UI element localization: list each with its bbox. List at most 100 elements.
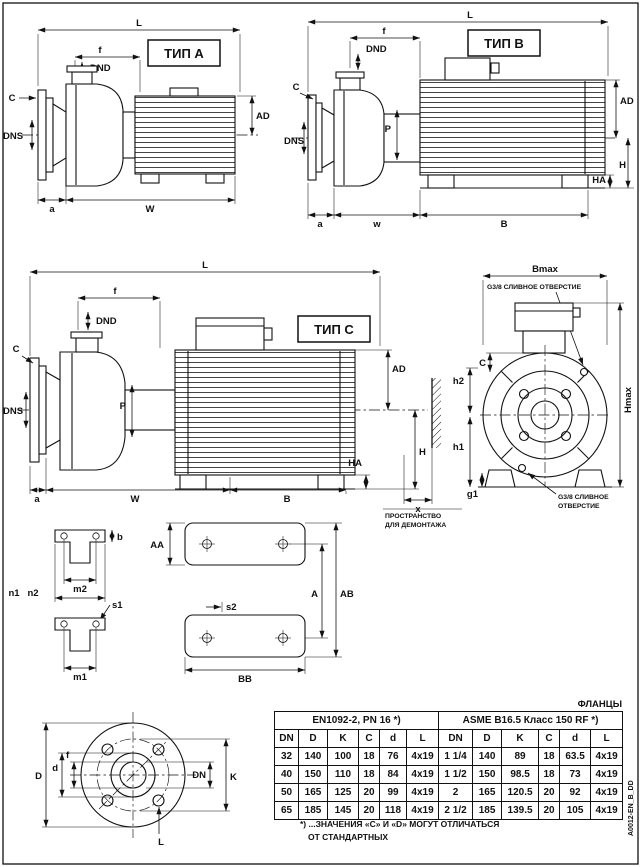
suction-cone [45, 371, 61, 449]
discharge-stub [339, 77, 361, 91]
table-cell: 20 [358, 801, 380, 820]
dim-label-l: L [467, 10, 473, 21]
suction-flange [307, 94, 317, 181]
table-cell: 2 1/2 [438, 801, 474, 820]
type-c-title: ТИП C [314, 322, 354, 337]
table-cell: 99 [379, 783, 407, 802]
discharge-stub [71, 71, 93, 85]
cable-gland [263, 327, 273, 341]
table-cell: 18 [538, 765, 561, 784]
drain-note-bottom-line2: ОТВЕРСТИЕ [558, 503, 600, 510]
col-header: d [559, 729, 592, 748]
table-group-header-row: EN1092-2, PN 16 *) ASME B16.5 Класс 150 … [273, 711, 624, 730]
dim-label-b: B [501, 219, 508, 230]
table-cell: 1 1/4 [438, 747, 474, 766]
table-cell: 4x19 [590, 747, 624, 766]
suction-flange-hub [45, 97, 54, 173]
dim-label-bb: BB [238, 674, 252, 685]
motor-foot [179, 474, 207, 490]
table-cell: 185 [298, 801, 328, 820]
dim-label-dns: DNS [284, 136, 304, 147]
end-view: Bmax G3/8 СЛИВНОЕ ОТВЕРСТИЕ h2 C [453, 264, 634, 510]
foot [484, 469, 516, 488]
table-cell: 125 [327, 783, 359, 802]
col-header: L [590, 729, 624, 748]
suction-cone [321, 107, 335, 169]
dim-label-l: L [136, 18, 142, 29]
motor [134, 95, 236, 175]
dim-label-dnd: DND [90, 63, 111, 74]
space-note-line1: ПРОСТРАНСТВО [385, 513, 441, 520]
flange-detail-view: D d f DN K L [35, 712, 237, 848]
dim-label-c: C [9, 93, 16, 104]
space-note-line2: ДЛЯ ДЕМОНТАЖА [385, 522, 446, 529]
dim-label-f: f [66, 750, 70, 761]
terminal-box [195, 317, 265, 351]
dim-label-c: C [479, 358, 486, 369]
table-cell: 20 [538, 801, 561, 820]
table-cell: 4x19 [405, 747, 440, 766]
type-c-title-box [297, 315, 371, 343]
table-cell: 18 [358, 747, 380, 766]
footnote-line2: ОТ СТАНДАРТНЫХ [308, 831, 389, 842]
dim-label-hmax: Hmax [623, 386, 634, 413]
dim-label-p: P [120, 401, 127, 412]
table-row: 50 165 125 20 99 4x19 2 165 120.5 20 92 … [274, 783, 624, 802]
table-cell: 84 [379, 765, 407, 784]
foot-profile [54, 529, 106, 564]
foot-profile [54, 617, 106, 652]
suction-flange [37, 89, 47, 181]
motor-neck [522, 330, 566, 354]
table-cell: 2 [438, 783, 474, 802]
table-cell: 165 [472, 783, 503, 802]
adapter [124, 389, 176, 431]
dim-label-dns: DNS [3, 406, 23, 417]
flange-table-footnote: *) ...ЗНАЧЕНИЯ «C» И «D» МОГУТ ОТЛИЧАТЬС… [274, 818, 630, 844]
dim-label-ad: AD [392, 364, 406, 375]
dim-label-l: L [202, 260, 208, 271]
table-cell: 150 [298, 765, 328, 784]
table-cell: 1 1/2 [438, 765, 474, 784]
dim-label-p: P [385, 124, 392, 135]
table-cell: 105 [559, 801, 592, 820]
dim-label-s2: s2 [226, 602, 237, 613]
table-row: 65 185 145 20 118 4x19 2 1/2 185 139.5 2… [274, 801, 624, 820]
cable-gland [572, 307, 581, 318]
table-cell: 76 [379, 747, 407, 766]
discharge-flange [70, 331, 103, 339]
type-a-title-box [147, 39, 221, 67]
table-cell: 4x19 [590, 765, 624, 784]
motor-foot [561, 174, 589, 189]
motor-foot [427, 174, 455, 189]
motor-foot [205, 173, 225, 184]
dim-label-k: K [230, 772, 237, 783]
type-b-view: L f DND ТИП B P C DNS [284, 10, 634, 230]
drain-plug-bottom [517, 463, 527, 473]
col-header: d [379, 729, 407, 748]
dim-label-a: A [311, 589, 318, 600]
col-header: K [501, 729, 540, 748]
dim-label-h1: h1 [453, 442, 465, 453]
pump-casing [59, 351, 126, 471]
dim-label-w: W [146, 204, 155, 215]
dim-label-d-small: d [52, 763, 58, 774]
pump-casing [65, 83, 124, 187]
document-code: A0012-EN_B_DD [628, 780, 635, 836]
dim-label-dnd: DND [366, 44, 387, 55]
suction-flange [29, 357, 40, 463]
dim-label-ab: AB [340, 589, 354, 600]
table-cell: 4x19 [405, 801, 440, 820]
table-cell: 40 [274, 765, 299, 784]
bolt-hole [560, 430, 572, 442]
drain-note-top: G3/8 СЛИВНОЕ ОТВЕРСТИЕ [487, 284, 582, 291]
dim-label-dns: DNS [3, 131, 23, 142]
wall-hatch [432, 378, 441, 448]
table-cell: 32 [274, 747, 299, 766]
table-cell: 65 [274, 801, 299, 820]
col-header: DN [438, 729, 474, 748]
dim-label-ad: AD [256, 111, 270, 122]
footnote-line1: *) ...ЗНАЧЕНИЯ «C» И «D» МОГУТ ОТЛИЧАТЬС… [300, 819, 500, 829]
table-cell: 89 [501, 747, 540, 766]
adapter [383, 113, 421, 163]
